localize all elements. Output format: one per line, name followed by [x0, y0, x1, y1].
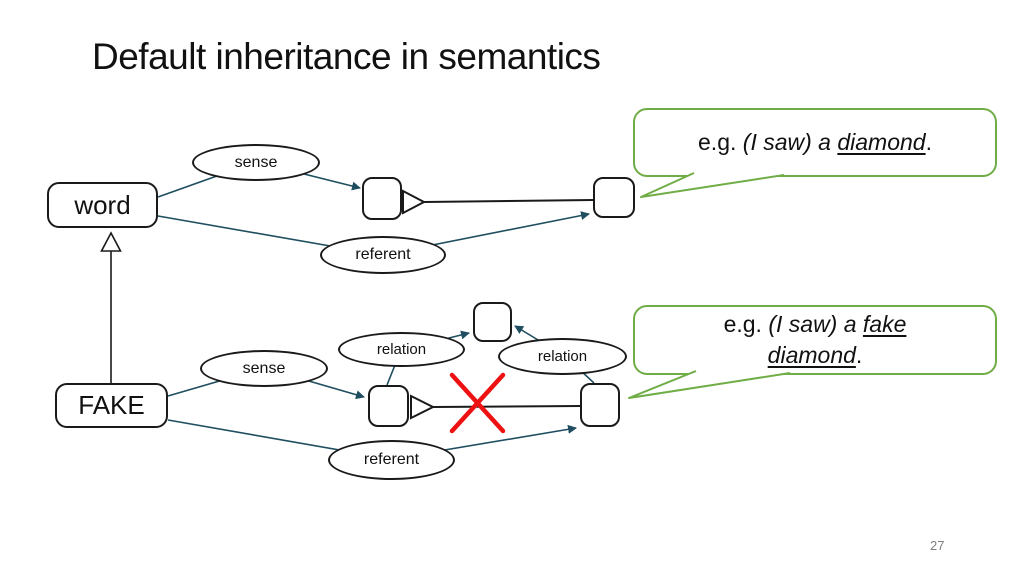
page-number: 27: [930, 538, 945, 553]
bubble1-suffix: .: [925, 128, 932, 155]
bubble2-underlined-1: fake: [862, 310, 907, 337]
slide-title: Default inheritance in semantics: [92, 36, 601, 77]
fake-node: FAKE: [55, 383, 168, 428]
bubble1-prefix: e.g.: [698, 128, 743, 155]
modified-sense-box: [473, 302, 512, 342]
cancelled-isa-connector: [432, 405, 582, 408]
bubble2-suffix: .: [855, 342, 863, 368]
isa-triangle-icon-top: [402, 189, 427, 215]
inheritance-triangle-icon: [100, 231, 122, 252]
sense-label-top: sense: [192, 144, 320, 181]
speech-bubble-fake-diamond: e.g. (I saw) a fake diamond.: [633, 305, 997, 375]
relation-label-right: relation: [498, 338, 627, 375]
fake-referent-box: [580, 383, 620, 427]
bubble2-italic: (I saw) a: [768, 310, 863, 337]
referent-label-top: referent: [320, 236, 446, 274]
word-node: word: [47, 182, 158, 228]
isa-triangle-icon-bottom: [410, 394, 436, 420]
bubble-text: e.g. (I saw) a diamond.: [698, 127, 932, 158]
word-sense-box: [362, 177, 402, 220]
speech-bubble-diamond: e.g. (I saw) a diamond.: [633, 108, 997, 177]
bubble-text: e.g. (I saw) a fake diamond.: [724, 309, 907, 371]
red-cross-icon: [449, 372, 506, 434]
relation-label-left: relation: [338, 332, 465, 367]
bubble2-prefix: e.g.: [723, 310, 769, 337]
bubble1-underlined: diamond: [837, 128, 926, 155]
bubble2-underlined-2: diamond: [767, 342, 856, 368]
fake-sense-box: [368, 385, 409, 427]
referent-label-bottom: referent: [328, 440, 455, 480]
word-referent-box: [593, 177, 635, 218]
bubble1-italic: (I saw) a: [742, 128, 838, 155]
sense-label-bottom: sense: [200, 350, 328, 387]
default-isa-connector-top: [423, 199, 594, 203]
